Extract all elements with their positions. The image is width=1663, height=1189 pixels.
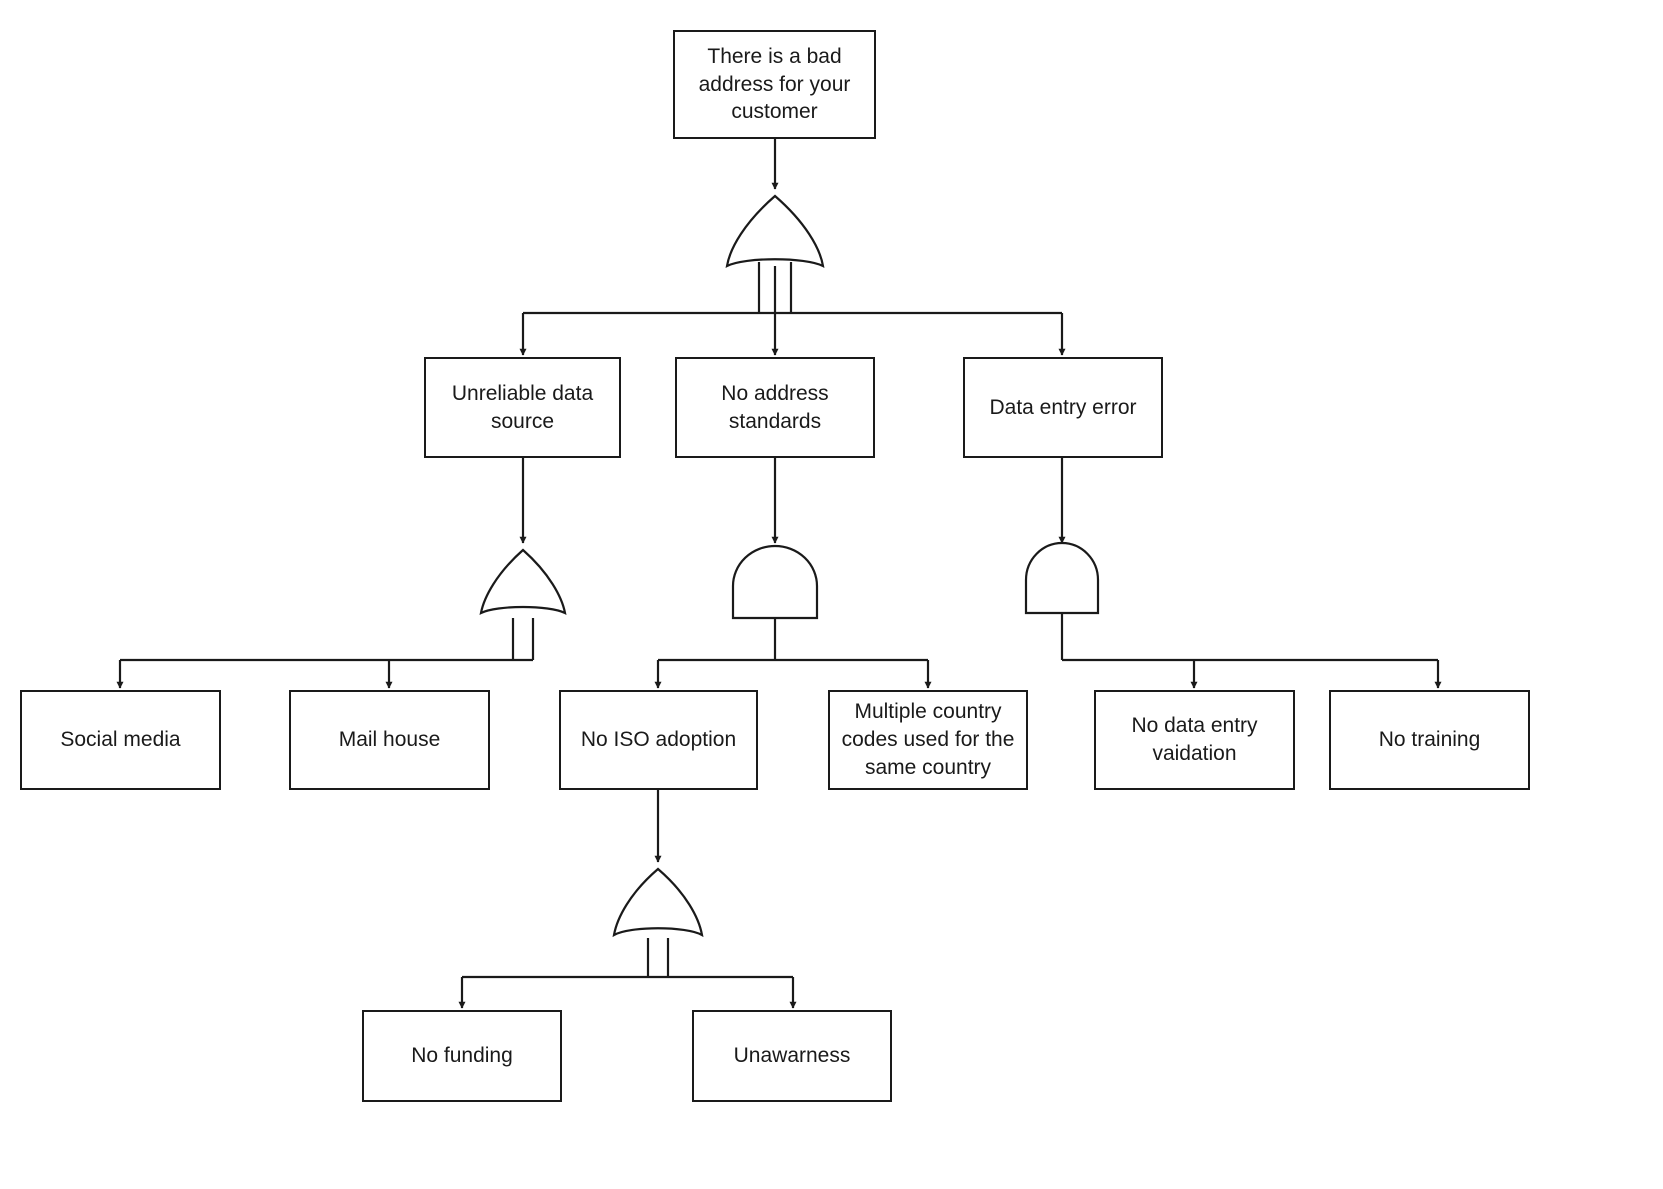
node-data-entry-error[interactable]: Data entry error	[963, 357, 1163, 458]
gate-top-or-shape	[725, 194, 825, 268]
gate-iso-or-shape	[612, 867, 704, 938]
gate-unreliable-or-shape	[479, 548, 567, 615]
node-mail-house[interactable]: Mail house	[289, 690, 490, 790]
node-no-iso-adoption[interactable]: No ISO adoption	[559, 690, 758, 790]
node-no-training[interactable]: No training	[1329, 690, 1530, 790]
node-social-media[interactable]: Social media	[20, 690, 221, 790]
node-unreliable-data-source[interactable]: Unreliable data source	[424, 357, 621, 458]
node-no-funding[interactable]: No funding	[362, 1010, 562, 1102]
node-no-data-entry-validation[interactable]: No data entry vaidation	[1094, 690, 1295, 790]
node-top-event[interactable]: There is a bad address for your customer	[673, 30, 876, 139]
node-unawarness[interactable]: Unawarness	[692, 1010, 892, 1102]
node-no-address-standards[interactable]: No address standards	[675, 357, 875, 458]
gate-standards-and-shape	[731, 544, 819, 620]
node-multiple-country-codes[interactable]: Multiple country codes used for the same…	[828, 690, 1028, 790]
gate-entry-and-shape	[1024, 541, 1100, 615]
